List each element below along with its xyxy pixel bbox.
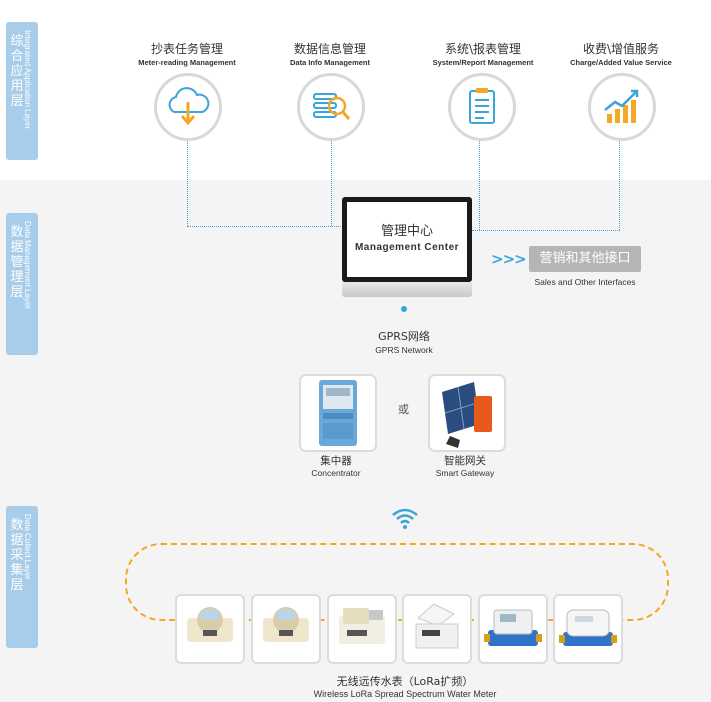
wireless-signal-icon: [391, 506, 419, 534]
module-title-en: Charge/Added Value Service: [570, 58, 672, 67]
module-title-en: System/Report Management: [432, 58, 534, 67]
water-meter: [478, 594, 548, 664]
bar-chart-growth-icon: [588, 73, 656, 141]
management-center-monitor: 管理中心 Management Center: [342, 197, 472, 282]
module-system-report: 系统\报表管理 System/Report Management: [413, 40, 553, 67]
layer-tab-cn: 数据管理层: [10, 225, 24, 300]
layer-tab-cn: 综合应用层: [10, 34, 24, 109]
module-title-cn: 系统\报表管理: [444, 42, 522, 56]
layer-tab-management: 数据管理层 Data Management Layer: [6, 213, 38, 355]
layer-tab-cn: 数据采集层: [10, 518, 24, 593]
connector-line: [187, 226, 343, 227]
lora-network-loop: [125, 543, 669, 621]
module-title-cn: 收费\增值服务: [582, 42, 660, 56]
water-meter: [402, 594, 472, 664]
smart-gateway-label: 智能网关 Smart Gateway: [405, 453, 525, 478]
other-interfaces-box: 营销和其他接口: [529, 246, 641, 272]
module-data-info: 数据信息管理 Data Info Management: [260, 40, 400, 67]
gprs-dot: [401, 306, 407, 312]
center-title-cn: 管理中心: [380, 224, 433, 239]
layer-tab-en: Integrated Application Layer: [23, 30, 32, 130]
layer-tab-en: Data Management Layer: [23, 221, 32, 310]
data-search-icon: [297, 73, 365, 141]
water-meter: [327, 594, 397, 664]
gprs-label-en: GPRS Network: [375, 345, 433, 355]
connector-line: [619, 138, 620, 230]
arrows-icon: >>>: [491, 250, 527, 268]
device-label-cn: 集中器: [320, 455, 352, 467]
other-interfaces-en: Sales and Other Interfaces: [534, 277, 636, 287]
module-title-en: Meter-reading Management: [138, 58, 236, 67]
connector-line: [187, 138, 188, 226]
concentrator-device: [299, 374, 377, 452]
monitor-base: [342, 282, 472, 297]
or-label: 或: [398, 403, 409, 416]
center-title-en: Management Center: [354, 242, 460, 253]
module-charge-service: 收费\增值服务 Charge/Added Value Service: [551, 40, 691, 67]
water-meter: [553, 594, 623, 664]
connector-line: [331, 138, 332, 226]
device-label-en: Smart Gateway: [435, 468, 495, 478]
device-label-cn: 智能网关: [444, 455, 486, 467]
layer-tab-application: 综合应用层 Integrated Application Layer: [6, 22, 38, 160]
layer-tab-collect: 数据采集层 Data Collect Layer: [6, 506, 38, 648]
device-label-en: Concentrator: [311, 468, 361, 478]
module-title-en: Data Info Management: [289, 58, 370, 67]
water-meter: [251, 594, 321, 664]
meters-label-cn: 无线远传水表（LoRa扩频）: [336, 675, 474, 688]
monitor-screen: 管理中心 Management Center: [347, 202, 467, 277]
connector-line: [472, 230, 620, 231]
concentrator-label: 集中器 Concentrator: [276, 453, 396, 478]
gprs-label-cn: GPRS网络: [378, 330, 430, 343]
collect-layer-band: [0, 480, 711, 702]
water-meter: [175, 594, 245, 664]
module-meter-reading: 抄表任务管理 Meter-reading Management: [117, 40, 257, 67]
module-title-cn: 抄表任务管理: [150, 42, 223, 56]
meters-label-en: Wireless LoRa Spread Spectrum Water Mete…: [313, 689, 497, 699]
smart-gateway-device: [428, 374, 506, 452]
cloud-download-icon: [154, 73, 222, 141]
layer-tab-en: Data Collect Layer: [23, 514, 32, 580]
connector-line: [479, 138, 480, 230]
module-title-cn: 数据信息管理: [293, 42, 366, 56]
clipboard-report-icon: [448, 73, 516, 141]
